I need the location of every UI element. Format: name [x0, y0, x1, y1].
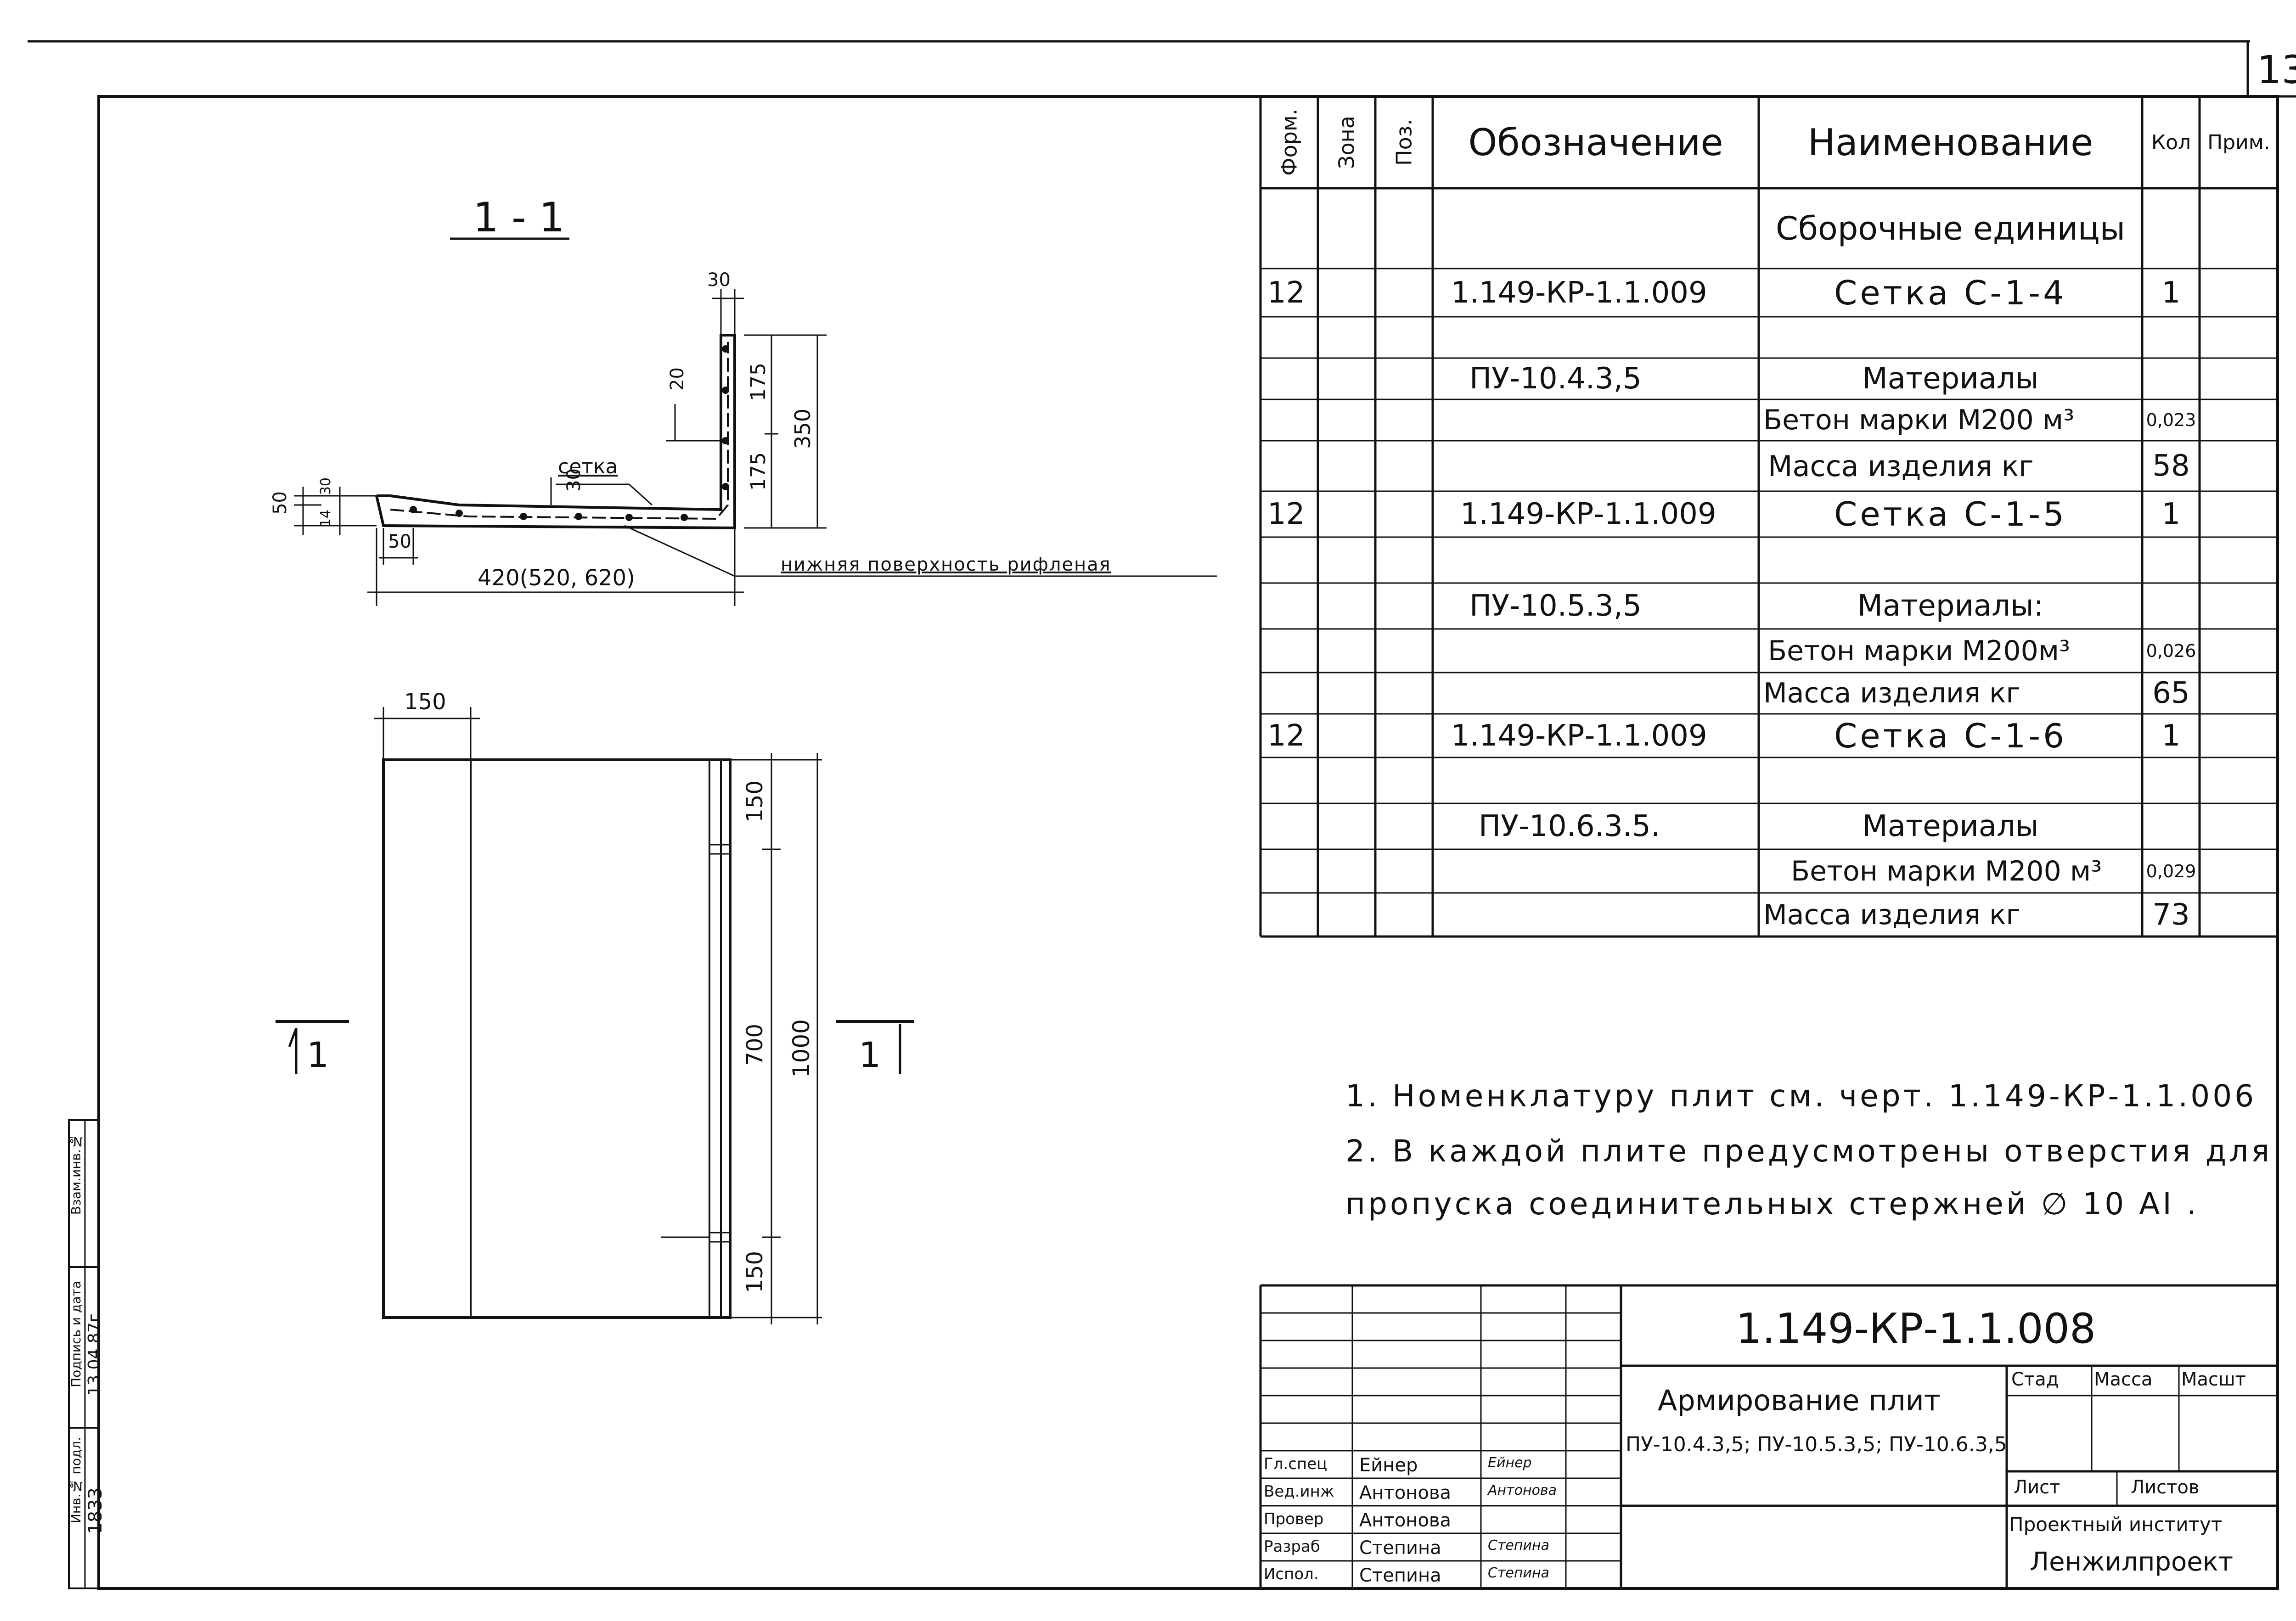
table-row-designation: 1.149-КР-1.1.009: [1451, 718, 1707, 753]
signer-role: Провер: [1264, 1510, 1324, 1528]
signer-sign: Антонова: [1488, 1482, 1557, 1498]
replace-inv-label: Взам.инв.№: [68, 1134, 84, 1215]
table-row-name: Масса изделия кг: [1763, 677, 2020, 709]
table-row-qty: 1: [2161, 497, 2181, 531]
signer-name: Степина: [1359, 1565, 1441, 1586]
table-row-name: Бетон марки М200 м³: [1763, 404, 2075, 436]
table-row-qty: 65: [2152, 676, 2190, 710]
header-designation: Обозначение: [1468, 121, 1723, 164]
sheet-label: Лист: [2014, 1477, 2060, 1498]
table-row-qty: 73: [2152, 897, 2190, 932]
stage-label: Стад: [2011, 1369, 2059, 1390]
cut-mark-left: 1: [307, 1034, 329, 1075]
doc-subtitle: ПУ-10.4.3,5; ПУ-10.5.3,5; ПУ-10.6.3,5: [1626, 1433, 2007, 1456]
table-row-designation: 1.149-КР-1.1.009: [1451, 275, 1707, 310]
dim-420: 420(520, 620): [478, 565, 635, 591]
inv-orig-label: Инв.№ подл.: [68, 1437, 84, 1524]
dim-30-top: 30: [707, 269, 731, 291]
table-row-format: 12: [1267, 497, 1305, 531]
section-label: 1 - 1: [473, 194, 565, 241]
dim-150-right-top: 150: [742, 780, 768, 823]
sign-date-value: 13.04.87г.: [85, 1308, 104, 1396]
signer-name: Антонова: [1359, 1482, 1451, 1503]
table-row-name: Бетон марки М200м³: [1768, 634, 2071, 667]
doc-title: Армирование плит: [1658, 1384, 1941, 1417]
table-row-name: Сетка С-1-6: [1834, 716, 2067, 755]
table-row-qty: 0,029: [2146, 861, 2196, 881]
table-row-name: Материалы: [1862, 362, 2039, 396]
signer-role: Испол.: [1264, 1565, 1319, 1583]
signer-role: Гл.спец: [1264, 1455, 1328, 1473]
sheets-label: Листов: [2131, 1477, 2200, 1498]
mesh-callout: сетка: [558, 455, 618, 478]
sign-date-label: Подпись и дата: [68, 1281, 84, 1387]
dim-20: 20: [667, 367, 688, 391]
table-row-name: Сетка С-1-5: [1834, 495, 2067, 533]
signer-name: Степина: [1359, 1537, 1441, 1559]
mass-label: Масса: [2094, 1369, 2153, 1390]
header-note: Прим.: [2207, 130, 2270, 154]
header-zone: Зона: [1334, 116, 1359, 169]
signer-role: Вед.инж: [1264, 1482, 1334, 1501]
note-3: пропуска соединительных стержней ∅ 10 АI…: [1345, 1186, 2199, 1222]
table-row-name: Сборочные единицы: [1776, 209, 2125, 247]
table-row-designation: ПУ-10.5.3,5: [1469, 589, 1642, 623]
table-row-name: Сетка С-1-4: [1834, 273, 2067, 312]
dim-50-left: 50: [270, 491, 291, 515]
header-format: Форм.: [1277, 108, 1302, 176]
table-row-name: Материалы: [1862, 809, 2039, 843]
table-row-name: Материалы:: [1857, 589, 2044, 623]
cut-mark-right: 1: [859, 1034, 881, 1075]
dim-175-b: 175: [747, 452, 770, 491]
org-line-2: Ленжилпроект: [2030, 1547, 2234, 1577]
table-row-name: Масса изделия кг: [1768, 449, 2034, 483]
table-row-designation: ПУ-10.6.3.5.: [1479, 809, 1660, 843]
table-row-qty: 1: [2161, 718, 2181, 753]
dim-150-right-bottom: 150: [742, 1251, 768, 1293]
dim-14: 14: [318, 510, 334, 527]
surface-callout: нижняя поверхность рифленая: [781, 554, 1111, 575]
signer-sign: Степина: [1488, 1565, 1549, 1581]
table-row-name: Масса изделия кг: [1763, 898, 2020, 931]
scale-label: Масшт: [2181, 1369, 2246, 1390]
table-row-qty: 0,026: [2146, 640, 2196, 661]
table-row-qty: 0,023: [2146, 410, 2196, 430]
dim-700: 700: [742, 1024, 768, 1066]
signer-name: Ейнер: [1359, 1455, 1418, 1476]
inv-orig-value: 1833: [85, 1487, 106, 1534]
table-row-qty: 58: [2152, 449, 2190, 483]
table-row-designation: 1.149-КР-1.1.009: [1460, 497, 1716, 531]
dim-1000: 1000: [788, 1019, 815, 1078]
dim-150-top: 150: [404, 689, 446, 715]
doc-code: 1.149-КР-1.1.008: [1736, 1305, 2096, 1353]
dim-30-left: 30: [318, 477, 334, 495]
header-qty: Кол: [2151, 130, 2191, 154]
table-row-format: 12: [1267, 718, 1305, 753]
dim-50-bottom: 50: [388, 531, 411, 552]
dim-350: 350: [790, 409, 815, 449]
table-row-designation: ПУ-10.4.3,5: [1469, 362, 1642, 396]
table-row-name: Бетон марки М200 м³: [1791, 855, 2102, 887]
signer-sign: Степина: [1488, 1537, 1549, 1554]
note-1: 1. Номенклатуру плит см. черт. 1.149-КР-…: [1345, 1078, 2257, 1114]
org-line-1: Проектный институт: [2009, 1513, 2223, 1536]
table-row-qty: 1: [2161, 275, 2181, 310]
table-row-format: 12: [1267, 275, 1305, 310]
page-number: 13: [2257, 47, 2296, 92]
signer-name: Антонова: [1359, 1510, 1451, 1531]
header-name: Наименование: [1807, 121, 2093, 164]
signer-role: Разраб: [1264, 1537, 1320, 1556]
note-2: 2. В каждой плите предусмотрены отверсти…: [1345, 1133, 2273, 1169]
header-pos: Поз.: [1391, 119, 1417, 166]
signer-sign: Ейнер: [1488, 1455, 1532, 1471]
dim-175-a: 175: [747, 363, 770, 401]
